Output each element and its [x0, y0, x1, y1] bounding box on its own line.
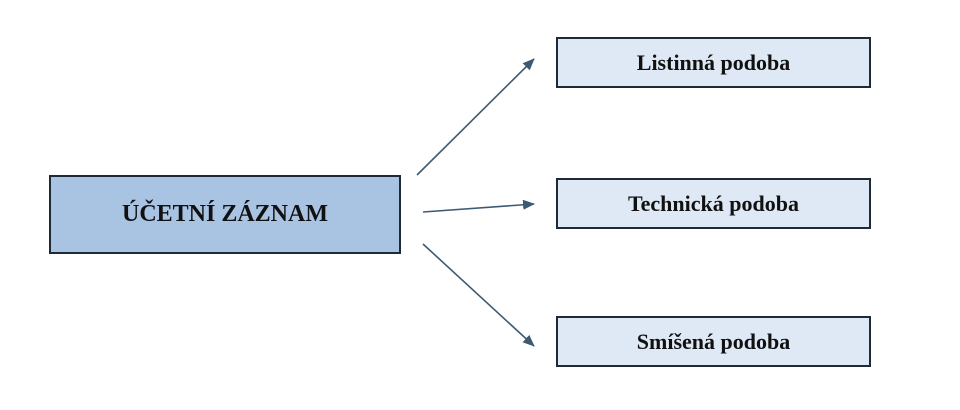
arrow-to-technicka	[422, 199, 535, 213]
target-label-technicka: Technická podoba	[628, 190, 799, 216]
arrow-to-listinna	[416, 58, 535, 176]
target-label-smisena: Smíšená podoba	[636, 328, 791, 354]
target-label-listinna: Listinná podoba	[636, 49, 791, 75]
target-box-smisena: Smíšená podoba	[556, 316, 871, 367]
source-box: ÚČETNÍ ZÁZNAM	[49, 175, 401, 254]
arrow-to-smisena	[422, 243, 535, 347]
source-label: ÚČETNÍ ZÁZNAM	[121, 201, 328, 227]
target-box-technicka: Technická podoba	[556, 178, 871, 229]
target-box-listinna: Listinná podoba	[556, 37, 871, 88]
